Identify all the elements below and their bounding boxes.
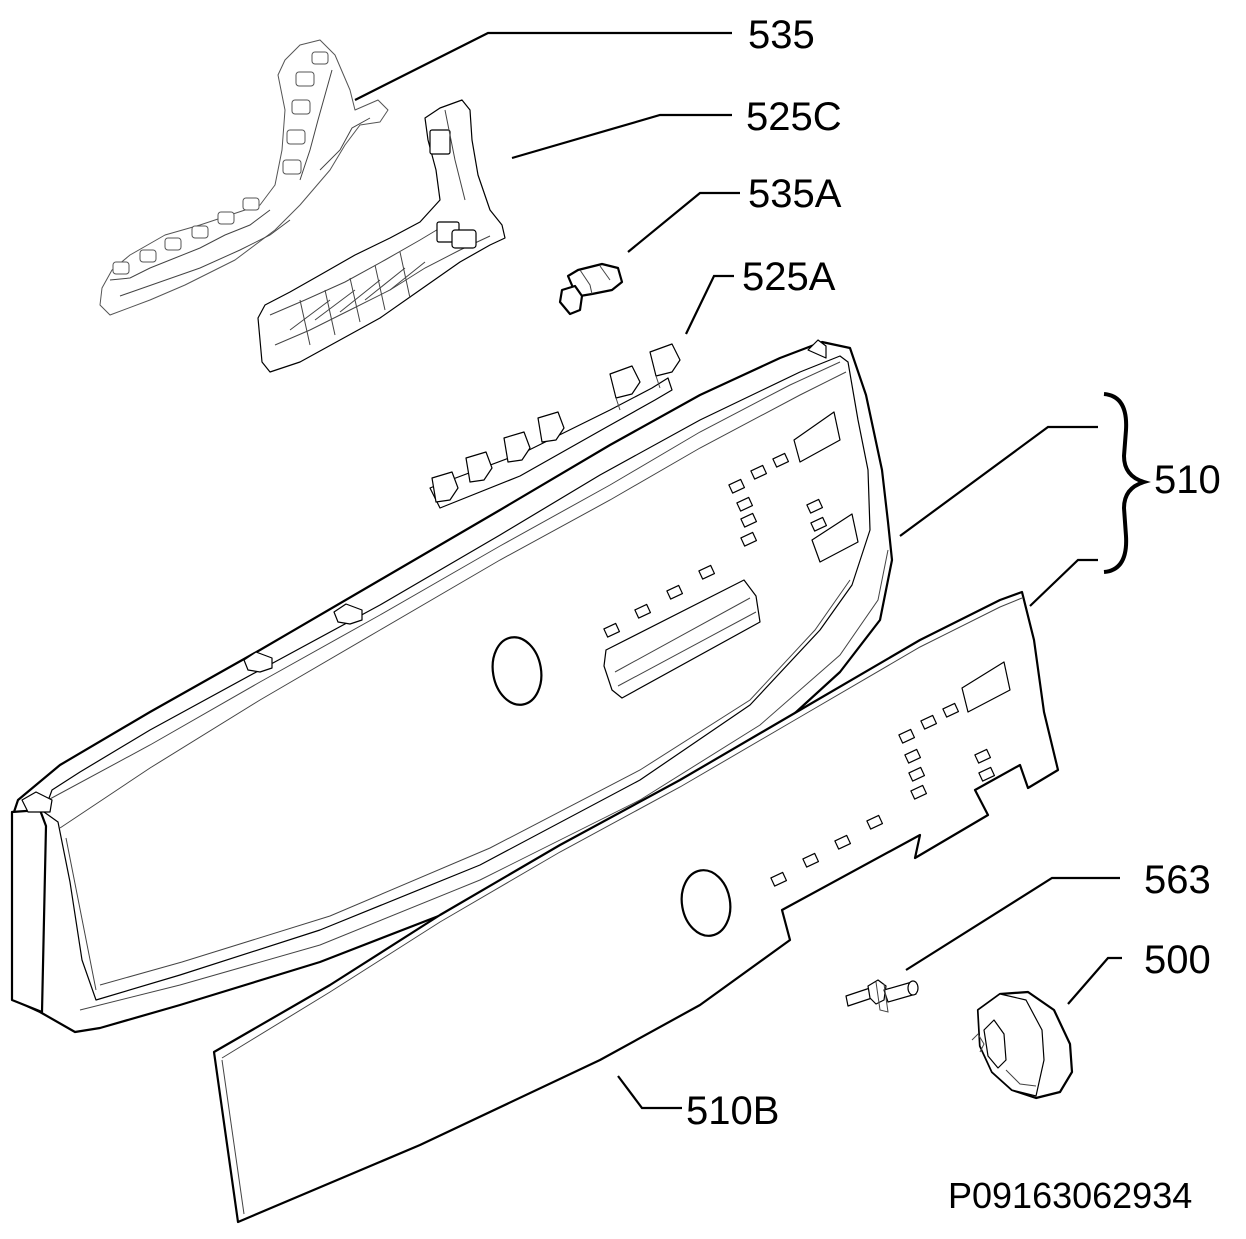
leader-535a xyxy=(627,191,740,253)
leader-lines xyxy=(354,31,1122,1110)
label-525c: 525C xyxy=(746,95,842,139)
document-id: P09163062934 xyxy=(948,1175,1192,1216)
brace-510 xyxy=(1103,392,1151,574)
leader-525a xyxy=(685,274,734,335)
leader-535 xyxy=(354,31,732,101)
leader-500 xyxy=(1067,956,1122,1005)
label-525a: 525A xyxy=(742,255,836,299)
leader-525c xyxy=(511,113,732,160)
label-535: 535 xyxy=(748,13,815,57)
part-500-knob xyxy=(971,990,1074,1100)
label-500: 500 xyxy=(1144,938,1211,982)
part-525a-keys xyxy=(429,343,681,509)
label-510b: 510B xyxy=(686,1089,779,1133)
leader-510b-foil xyxy=(1029,558,1098,607)
part-510-control-panel xyxy=(10,339,894,1034)
leader-510b xyxy=(617,1075,682,1110)
leader-563 xyxy=(905,876,1120,971)
part-535a-button xyxy=(558,262,624,316)
part-535-button-strip xyxy=(99,39,389,316)
label-563: 563 xyxy=(1144,858,1211,902)
part-510b-front-foil xyxy=(212,590,1060,1224)
leader-510 xyxy=(899,425,1098,537)
label-510: 510 xyxy=(1154,458,1221,502)
part-563-pin xyxy=(845,979,919,1013)
part-525c-pcb-bracket xyxy=(257,99,506,373)
label-535a: 535A xyxy=(748,172,842,216)
